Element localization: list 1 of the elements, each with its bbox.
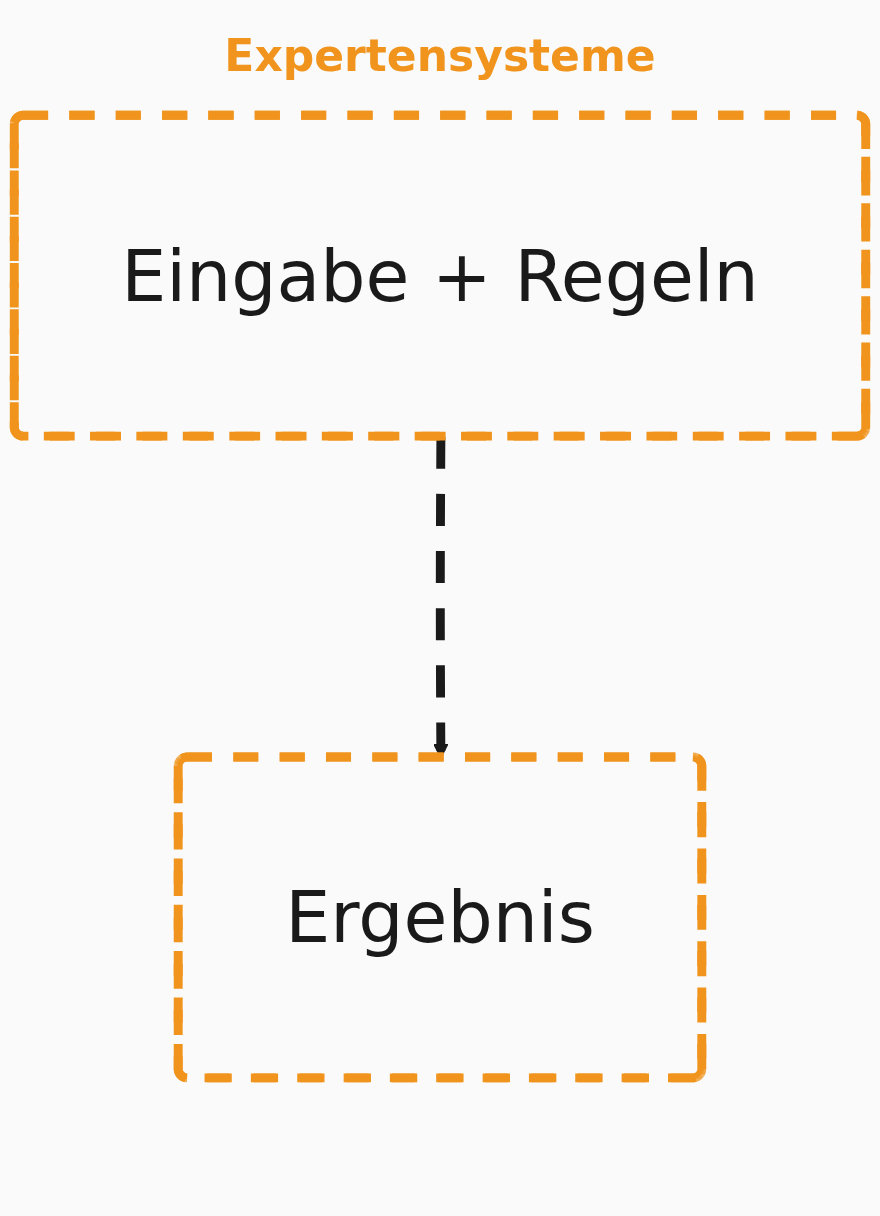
diagram-title: Expertensysteme xyxy=(223,30,657,81)
